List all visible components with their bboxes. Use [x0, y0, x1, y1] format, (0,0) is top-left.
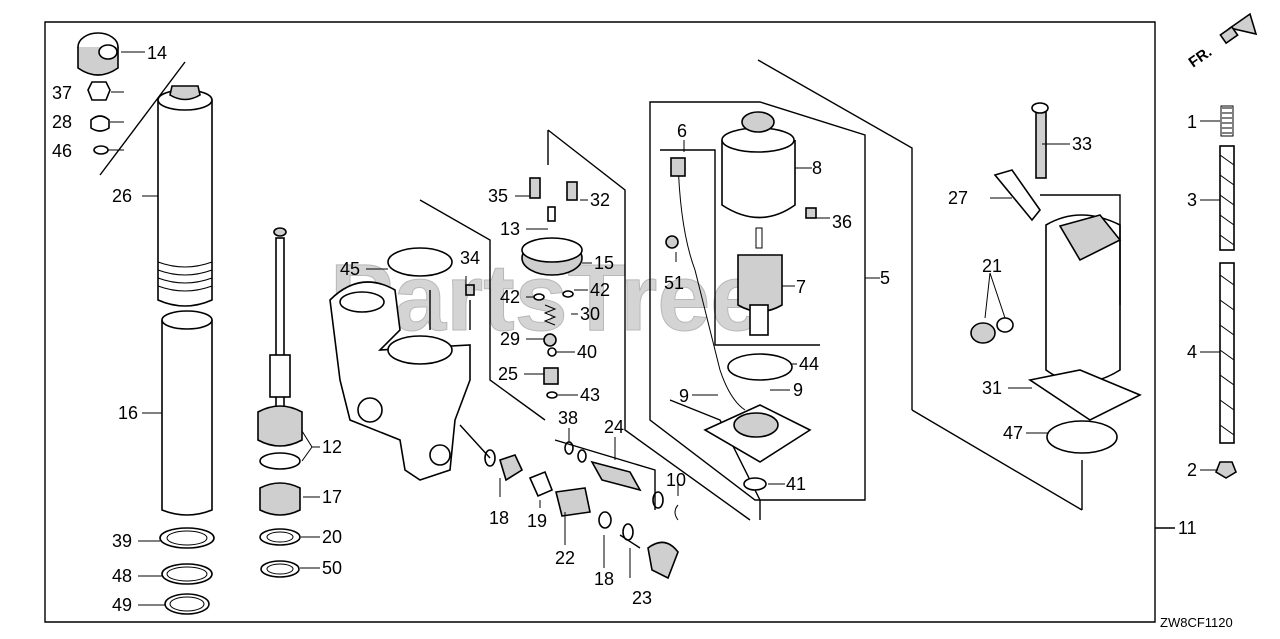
motor-frame	[649, 59, 913, 501]
callout-10: 10	[666, 470, 686, 490]
callout-8: 8	[812, 158, 822, 178]
callout-17: 17	[322, 487, 342, 507]
callouts: 14 37 28 46 26 16 39 48 49 12 17 20 50 4…	[52, 43, 1197, 615]
callout-4: 4	[1187, 342, 1197, 362]
callout-48: 48	[112, 566, 132, 586]
assembly-frame	[44, 21, 1156, 623]
front-direction-arrow: FR.	[1186, 12, 1258, 71]
pump-body	[329, 281, 471, 481]
callout-6: 6	[677, 121, 687, 141]
callout-33: 33	[1072, 134, 1092, 154]
motor-cover	[721, 111, 817, 219]
callout-21: 21	[982, 256, 1002, 276]
diagram-code: ZW8CF1120	[1160, 615, 1233, 630]
callout-13: 13	[500, 219, 520, 239]
callout-51: 51	[664, 273, 684, 293]
callout-26: 26	[112, 186, 132, 206]
callout-47: 47	[1003, 423, 1023, 443]
callout-34: 34	[460, 248, 480, 268]
callout-23: 23	[632, 588, 652, 608]
callout-43: 43	[580, 385, 600, 405]
cylinder-rings	[159, 527, 215, 615]
callout-12: 12	[322, 437, 342, 457]
callout-42: 42	[500, 287, 520, 307]
callout-16: 16	[118, 403, 138, 423]
callout-29: 29	[500, 329, 520, 349]
callout-11: 11	[1178, 518, 1197, 538]
piston-rod	[257, 227, 303, 470]
callout-25: 25	[498, 364, 518, 384]
cylinder-cap-group	[77, 32, 186, 176]
pump-bracket-lines	[419, 199, 546, 421]
callout-14: 14	[147, 43, 167, 63]
direction-label: FR.	[1186, 43, 1216, 71]
hose-and-springs	[1215, 105, 1237, 479]
callout-30: 30	[580, 304, 600, 324]
callout-32: 32	[590, 190, 610, 210]
callout-22: 22	[555, 548, 575, 568]
piston-parts	[259, 482, 301, 578]
callout-20: 20	[322, 527, 342, 547]
callout-42-right: 42	[590, 280, 610, 300]
callout-36: 36	[832, 212, 852, 232]
callout-40: 40	[577, 342, 597, 362]
leader-lines	[108, 51, 1220, 606]
callout-46: 46	[52, 141, 72, 161]
callout-50: 50	[322, 558, 342, 578]
cylinder-tube	[161, 310, 213, 516]
callout-49: 49	[112, 595, 132, 615]
callout-39: 39	[112, 531, 132, 551]
callout-3: 3	[1187, 190, 1197, 210]
callout-18: 18	[489, 508, 509, 528]
callout-45: 45	[340, 259, 360, 279]
callout-41: 41	[786, 474, 806, 494]
callout-5: 5	[880, 268, 890, 288]
callout-35: 35	[488, 186, 508, 206]
callout-37: 37	[52, 83, 72, 103]
callout-9-right: 9	[793, 380, 803, 400]
callout-19: 19	[527, 511, 547, 531]
callout-18-lower: 18	[594, 569, 614, 589]
harness-and-base	[665, 157, 812, 491]
callout-15: 15	[594, 253, 614, 273]
callout-38: 38	[558, 408, 578, 428]
tilt-cylinder	[157, 85, 213, 307]
callout-1: 1	[1187, 112, 1197, 132]
callout-7: 7	[796, 277, 806, 297]
callout-27: 27	[948, 188, 968, 208]
side-valve-parts	[459, 424, 679, 580]
callout-28: 28	[52, 112, 72, 132]
callout-2: 2	[1187, 460, 1197, 480]
callout-24: 24	[604, 417, 624, 437]
reservoir	[911, 102, 1142, 511]
callout-31: 31	[982, 378, 1002, 398]
motor-armature	[737, 227, 783, 336]
callout-9-left: 9	[679, 386, 689, 406]
callout-44: 44	[799, 354, 819, 374]
